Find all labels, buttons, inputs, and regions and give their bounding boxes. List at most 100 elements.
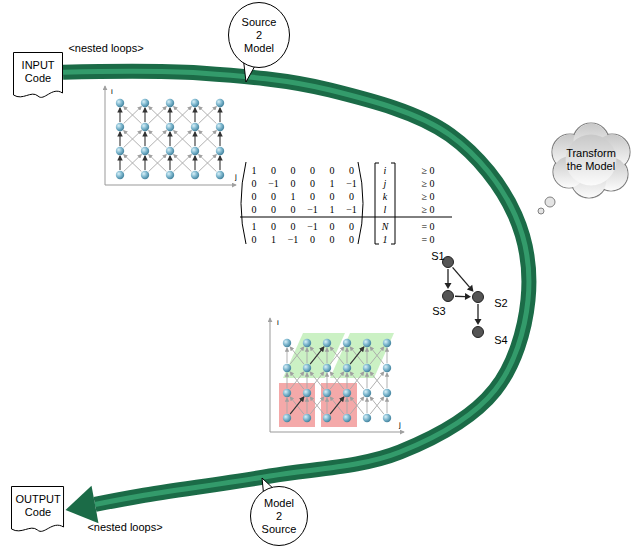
matrix-entry: −1 xyxy=(307,204,318,215)
tile-square xyxy=(321,383,357,427)
callout-bubble: Source 2 Model xyxy=(228,2,290,68)
dependence-arrow xyxy=(330,397,344,414)
iteration-point xyxy=(323,389,331,397)
iteration-point xyxy=(141,123,149,131)
matrix-entry: 0 xyxy=(330,234,335,245)
matrix-entry: −1 xyxy=(288,234,299,245)
matrix-entry: 0 xyxy=(271,204,276,215)
thought-tail xyxy=(538,208,544,214)
bracket xyxy=(391,163,395,244)
matrix-entry: 0 xyxy=(252,204,257,215)
matrix-entry: 0 xyxy=(349,191,354,202)
dependence-arrow xyxy=(119,108,120,122)
matrix-entry: 0 xyxy=(349,234,354,245)
axis xyxy=(105,86,106,185)
dependence-arrow xyxy=(310,372,324,389)
dependence-arrow xyxy=(367,373,368,388)
dependence-arrow xyxy=(174,130,192,147)
dependence-arrow xyxy=(124,130,142,147)
dependence-arrow xyxy=(194,108,195,122)
iteration-point xyxy=(283,364,291,372)
callout-outline xyxy=(251,487,308,546)
matrix-entry: 1 xyxy=(252,221,257,232)
iteration-point xyxy=(116,123,124,131)
dependence-arrow xyxy=(144,132,145,146)
dependence-arrow xyxy=(124,154,142,171)
dependence-arrow xyxy=(310,347,324,364)
parenthesis xyxy=(358,162,363,244)
dependence-arrow xyxy=(370,347,384,364)
dependence-arrow xyxy=(290,347,304,364)
matrix-entry: −1 xyxy=(346,204,357,215)
edge-line xyxy=(447,269,448,283)
graph-node: S4 xyxy=(472,326,484,338)
iteration-point xyxy=(283,339,291,347)
dependence-arrow xyxy=(307,373,308,388)
node-outline xyxy=(472,291,484,303)
vector-entry: i xyxy=(384,165,387,176)
matrix-entry: 0 xyxy=(310,234,315,245)
node-outline xyxy=(442,290,454,302)
dependence-arrow xyxy=(287,348,288,363)
tile-square xyxy=(279,383,315,427)
node-label: S4 xyxy=(494,334,507,347)
dependence-arrow xyxy=(290,397,304,414)
dependence-arrow xyxy=(330,372,344,389)
dependence-arrow xyxy=(330,372,344,389)
constraint-relation: ≥ 0 xyxy=(422,191,435,202)
matrix-entry: 1 xyxy=(252,165,257,176)
dependence-arrow xyxy=(149,154,167,171)
dependence-arrow xyxy=(199,106,217,123)
dependence-arrow xyxy=(144,156,145,170)
iteration-point xyxy=(303,364,311,372)
graph-node-circle xyxy=(473,292,484,303)
node-label: INPUT Code xyxy=(22,59,55,85)
iteration-point xyxy=(141,99,149,107)
dependence-arrow xyxy=(149,130,167,147)
matrix-entry: 0 xyxy=(310,178,315,189)
dependence-arrow xyxy=(330,347,344,364)
iteration-point xyxy=(303,339,311,347)
dependence-arrow xyxy=(330,397,344,414)
iteration-point xyxy=(383,339,391,347)
iteration-point xyxy=(216,171,224,179)
dependence-arrow xyxy=(174,106,192,123)
dependence-arrow xyxy=(370,372,384,389)
matrix-entry: 0 xyxy=(330,165,335,176)
dependence-arrow xyxy=(219,108,220,122)
axis-label: i xyxy=(111,87,113,96)
dependence-arrow xyxy=(310,347,324,364)
dependence-arrow xyxy=(149,130,167,147)
matrix-entry: 0 xyxy=(330,221,335,232)
iteration-point xyxy=(323,339,331,347)
callout-bubble: Model 2 Source xyxy=(250,486,308,546)
arrowhead xyxy=(66,486,99,523)
iteration-point xyxy=(343,364,351,372)
dependence-arrow xyxy=(327,398,328,413)
iteration-point xyxy=(216,123,224,131)
dependence-arrow xyxy=(327,373,328,388)
graph-node: S2 xyxy=(472,291,484,303)
dependence-arrow xyxy=(144,108,145,122)
dependence-arrow xyxy=(310,372,324,389)
iteration-point xyxy=(303,414,311,422)
matrix-entry: −1 xyxy=(346,178,357,189)
dependence-arrow xyxy=(119,132,120,146)
matrix-entry: 0 xyxy=(310,165,315,176)
iteration-point xyxy=(343,414,351,422)
matrix-entry: 0 xyxy=(271,165,276,176)
dependence-arrow xyxy=(174,130,192,147)
iteration-point xyxy=(283,389,291,397)
iteration-point xyxy=(323,364,331,372)
iteration-point xyxy=(383,389,391,397)
dependence-arrow xyxy=(149,106,167,123)
matrix-entry: −1 xyxy=(268,178,279,189)
matrix-entry: 0 xyxy=(252,178,257,189)
dependence-arrow xyxy=(174,106,192,123)
node-outline xyxy=(472,326,484,338)
dependence-arrow xyxy=(287,398,288,413)
dependence-arrow xyxy=(307,398,308,413)
iteration-point xyxy=(116,171,124,179)
iteration-point xyxy=(166,171,174,179)
